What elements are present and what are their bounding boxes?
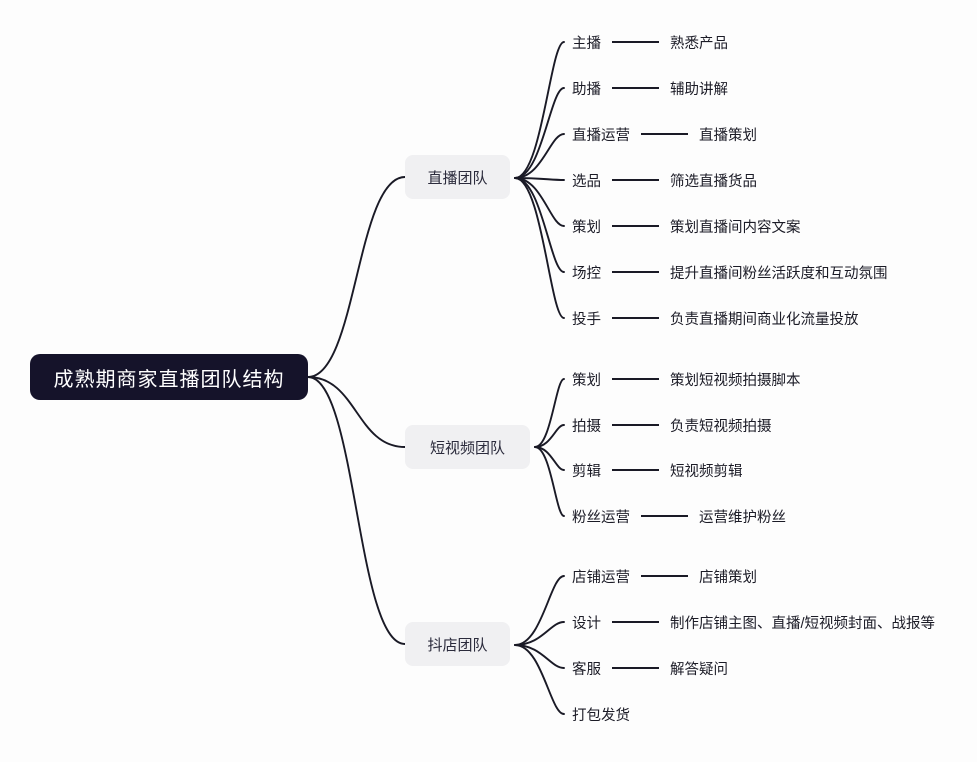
leaf-label: 剪辑 — [572, 463, 601, 480]
branch-node-label: 短视频团队 — [429, 439, 505, 457]
leaf-row[interactable]: 打包发货 — [572, 703, 630, 725]
leaf-connector — [612, 469, 659, 471]
leaf-label: 投手 — [572, 311, 601, 328]
leaf-row[interactable]: 设计 制作店铺主图、直播/短视频封面、战报等 — [572, 611, 935, 633]
leaf-description: 短视频剪辑 — [670, 463, 743, 480]
leaf-label: 粉丝运营 — [572, 509, 630, 526]
leaf-connector — [612, 225, 659, 227]
leaf-label: 策划 — [572, 219, 601, 236]
leaf-row[interactable]: 店铺运营 店铺策划 — [572, 565, 757, 587]
leaf-row[interactable]: 剪辑 短视频剪辑 — [572, 459, 743, 481]
branch-node-label: 直播团队 — [427, 169, 488, 187]
leaf-label: 助播 — [572, 81, 601, 98]
leaf-connector — [612, 271, 659, 273]
leaf-description: 辅助讲解 — [670, 81, 728, 98]
leaf-description: 策划短视频拍摄脚本 — [670, 372, 801, 389]
leaf-label: 拍摄 — [572, 418, 601, 435]
leaf-description: 店铺策划 — [699, 569, 757, 586]
leaf-connector — [612, 317, 659, 319]
leaf-row[interactable]: 策划 策划短视频拍摄脚本 — [572, 368, 801, 390]
leaf-row[interactable]: 助播 辅助讲解 — [572, 77, 728, 99]
leaf-label: 打包发货 — [572, 707, 630, 724]
leaf-row[interactable]: 客服 解答疑问 — [572, 657, 728, 679]
leaf-connector — [612, 667, 659, 669]
leaf-description: 熟悉产品 — [670, 35, 728, 52]
branch-node-1[interactable]: 直播团队 — [405, 155, 510, 199]
leaf-row[interactable]: 拍摄 负责短视频拍摄 — [572, 414, 772, 436]
leaf-row[interactable]: 选品 筛选直播货品 — [572, 169, 757, 191]
leaf-description: 制作店铺主图、直播/短视频封面、战报等 — [670, 615, 936, 632]
branch-node-2[interactable]: 短视频团队 — [405, 425, 530, 469]
root-node-label: 成熟期商家直播团队结构 — [53, 368, 285, 391]
branch-node-3[interactable]: 抖店团队 — [405, 622, 510, 666]
leaf-row[interactable]: 投手 负责直播期间商业化流量投放 — [572, 307, 859, 329]
leaf-description: 负责短视频拍摄 — [670, 418, 772, 435]
branch-node-label: 抖店团队 — [427, 636, 488, 654]
leaf-description: 解答疑问 — [670, 661, 728, 678]
leaf-connector — [612, 87, 659, 89]
leaf-description: 筛选直播货品 — [670, 173, 757, 190]
leaf-label: 店铺运营 — [572, 569, 630, 586]
root-node[interactable]: 成熟期商家直播团队结构 — [30, 354, 308, 400]
leaf-connector — [612, 424, 659, 426]
leaf-connector — [612, 179, 659, 181]
leaf-connector — [612, 378, 659, 380]
leaf-connector — [641, 133, 688, 135]
leaf-connector — [641, 515, 688, 517]
leaf-description: 策划直播间内容文案 — [670, 219, 801, 236]
leaf-label: 选品 — [572, 173, 601, 190]
leaf-connector — [612, 41, 659, 43]
leaf-connector — [612, 621, 659, 623]
leaf-row[interactable]: 主播 熟悉产品 — [572, 31, 728, 53]
leaf-description: 直播策划 — [699, 127, 757, 144]
leaf-row[interactable]: 场控 提升直播间粉丝活跃度和互动氛围 — [572, 261, 888, 283]
leaf-label: 策划 — [572, 372, 601, 389]
leaf-row[interactable]: 粉丝运营 运营维护粉丝 — [572, 505, 786, 527]
leaf-label: 客服 — [572, 661, 601, 678]
leaf-description: 提升直播间粉丝活跃度和互动氛围 — [670, 265, 888, 282]
leaf-label: 设计 — [572, 615, 601, 632]
leaf-label: 主播 — [572, 35, 601, 52]
leaf-row[interactable]: 策划 策划直播间内容文案 — [572, 215, 801, 237]
leaf-row[interactable]: 直播运营 直播策划 — [572, 123, 757, 145]
leaf-label: 场控 — [572, 265, 601, 282]
leaf-description: 负责直播期间商业化流量投放 — [670, 311, 859, 328]
leaf-description: 运营维护粉丝 — [699, 509, 786, 526]
leaf-label: 直播运营 — [572, 127, 630, 144]
leaf-connector — [641, 575, 688, 577]
